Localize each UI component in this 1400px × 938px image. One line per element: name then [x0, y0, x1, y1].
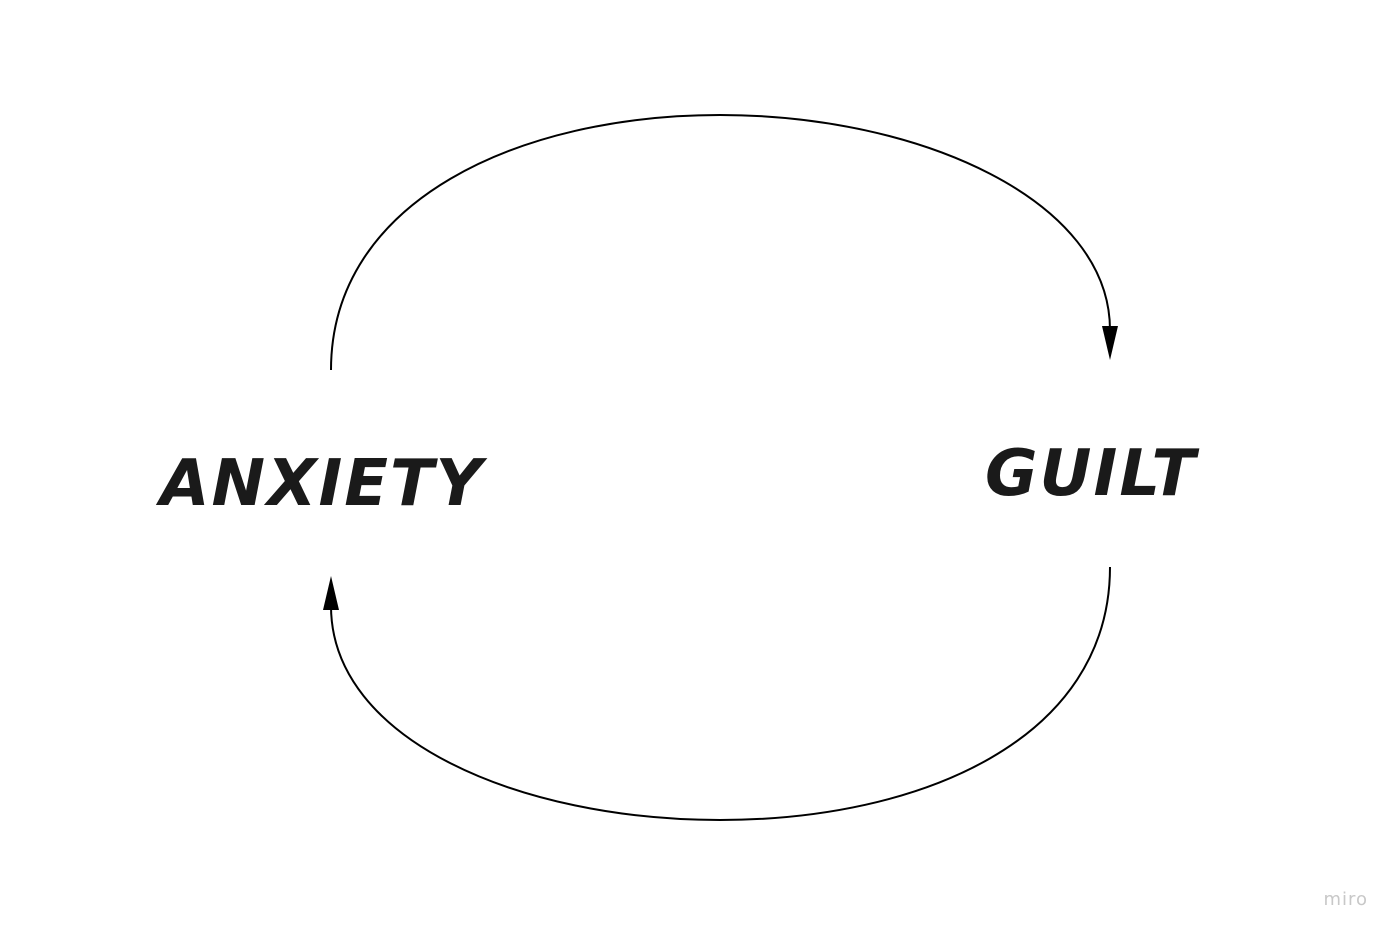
arrow-guilt-to-anxiety [330, 566, 1111, 822]
arrowhead-guilt-icon [1102, 326, 1118, 360]
arrow-anxiety-to-guilt [330, 113, 1111, 371]
miro-watermark: miro [1323, 889, 1368, 910]
node-anxiety-label: ANXIETY [155, 447, 488, 521]
node-guilt-label: GUILT [985, 437, 1200, 511]
arrowhead-anxiety-icon [323, 576, 339, 610]
